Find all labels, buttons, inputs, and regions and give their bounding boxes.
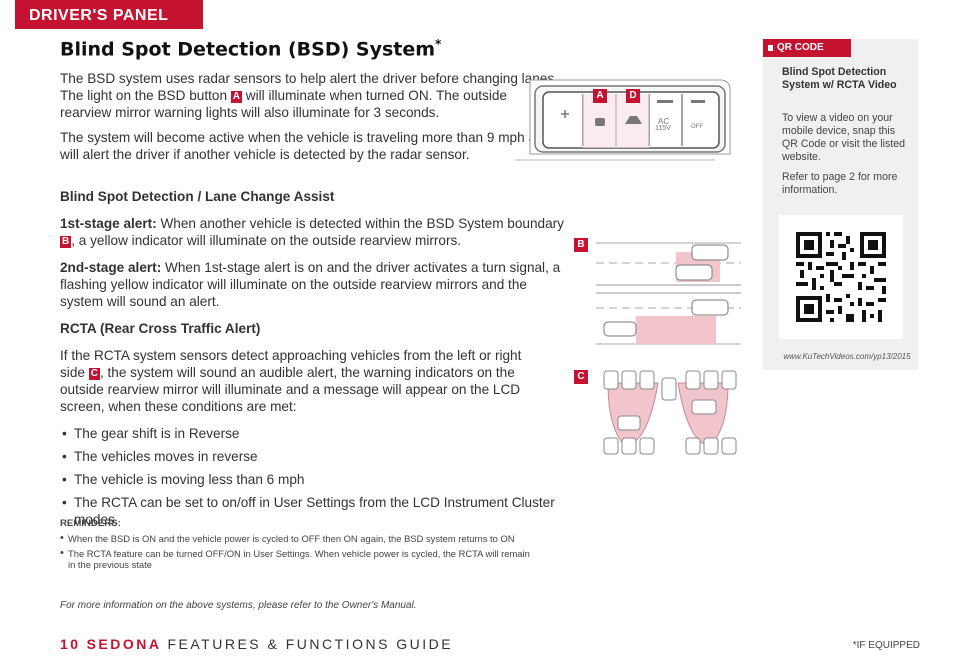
list-item: The vehicle is moving less than 6 mph	[60, 471, 570, 488]
if-equipped-note: *IF EQUIPPED	[852, 640, 920, 651]
label-c-inline: C	[88, 368, 100, 380]
reminders: REMINDERS: When the BSD is ON and the ve…	[60, 518, 530, 574]
off-button-label: OFF	[691, 124, 703, 130]
marker-d: D	[626, 89, 640, 103]
model-name: SEDONA	[86, 636, 162, 652]
list-item: The RCTA feature can be turned OFF/ON in…	[60, 548, 530, 570]
rcta-heading: RCTA (Rear Cross Traffic Alert)	[60, 321, 261, 336]
list-item: The gear shift is in Reverse	[60, 425, 570, 442]
qr-code[interactable]	[779, 215, 903, 339]
marker-a: A	[593, 89, 607, 103]
lca-section: Blind Spot Detection / Lane Change Assis…	[60, 188, 565, 534]
bsd-switch-panel-figure: AC 115V OFF	[515, 72, 750, 162]
marker-b: B	[574, 238, 588, 252]
rcta-paragraph: If the RCTA system sensors detect approa…	[60, 348, 522, 414]
intro-text: The BSD system uses radar sensors to hel…	[60, 70, 560, 171]
section-tab: DRIVER'S PANEL	[15, 0, 203, 29]
stage1-paragraph: 1st-stage alert: When another vehicle is…	[60, 216, 564, 248]
page-number: 10	[60, 636, 81, 652]
intro-paragraph-1: The BSD system uses radar sensors to hel…	[60, 71, 558, 120]
voltage-label: 115V	[655, 125, 671, 132]
label-b-inline: B	[60, 236, 72, 248]
qr-code-icon	[796, 232, 886, 322]
list-item: The RCTA can be set to on/off in User Se…	[60, 494, 570, 528]
label-a-inline: A	[230, 91, 243, 103]
footnote: For more information on the above system…	[60, 600, 417, 611]
guide-name: FEATURES & FUNCTIONS GUIDE	[167, 636, 454, 652]
lca-heading: Blind Spot Detection / Lane Change Assis…	[60, 189, 335, 204]
reminders-heading: REMINDERS:	[60, 518, 121, 529]
rcta-conditions-list: The gear shift is in Reverse The vehicle…	[60, 425, 570, 528]
page-title: Blind Spot Detection (BSD) System*	[60, 37, 442, 61]
bsd-lane-diagram	[596, 238, 741, 348]
qr-instructions: To view a video on your mobile device, s…	[782, 112, 906, 196]
list-item: The vehicles moves in reverse	[60, 448, 570, 465]
qr-video-url[interactable]: www.KuTechVideos.com/yp13/2015	[783, 352, 911, 361]
rcta-parking-diagram	[600, 368, 742, 456]
page-footer: 10 SEDONA FEATURES & FUNCTIONS GUIDE	[60, 636, 453, 652]
stage2-paragraph: 2nd-stage alert: When 1st-stage alert is…	[60, 260, 561, 309]
intro-paragraph-2: The system will become active when the v…	[60, 130, 552, 162]
marker-c: C	[574, 370, 588, 384]
qr-code-tab: QR CODE	[763, 39, 851, 57]
qr-video-title: Blind Spot Detection System w/ RCTA Vide…	[782, 66, 897, 91]
ac-button-label: AC	[658, 117, 670, 126]
list-item: When the BSD is ON and the vehicle power…	[60, 533, 530, 544]
